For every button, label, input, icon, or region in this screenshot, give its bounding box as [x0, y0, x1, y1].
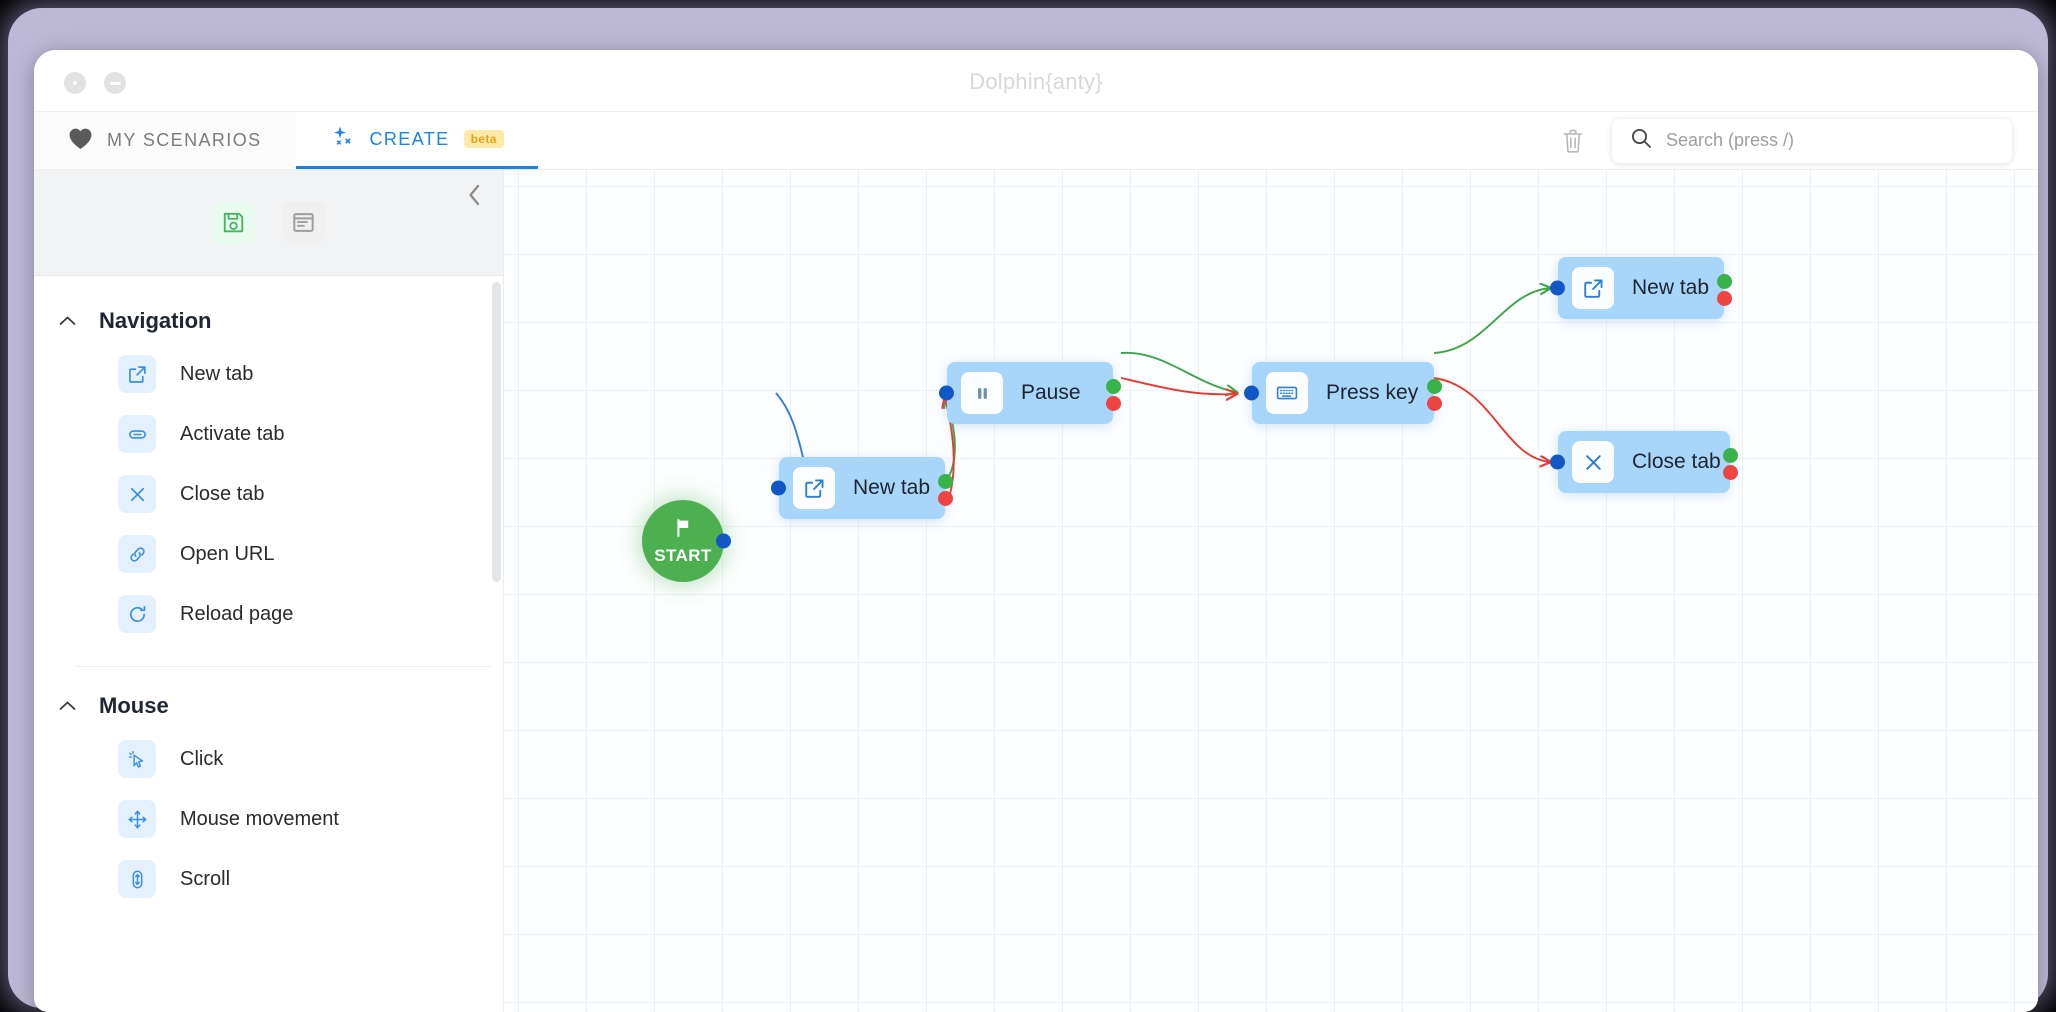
node-input-port[interactable] — [1244, 386, 1259, 401]
search-icon — [1630, 127, 1652, 154]
sidebar-item-click-label: Click — [180, 748, 223, 771]
sidebar-item-open-url-label: Open URL — [180, 543, 275, 566]
sidebar-scroll-area[interactable]: Navigation New tab — [34, 276, 503, 1012]
sidebar-item-new-tab[interactable]: New tab — [34, 344, 503, 404]
scroll-vertical-icon — [118, 860, 156, 898]
node-pause-label: Pause — [1021, 381, 1081, 405]
edge-presskey-error-to-closetab — [1434, 378, 1550, 462]
sidebar: Navigation New tab — [34, 170, 504, 1012]
node-success-port[interactable] — [1427, 379, 1442, 394]
sidebar-item-close-tab-label: Close tab — [180, 483, 265, 506]
node-error-port[interactable] — [1717, 291, 1732, 306]
sidebar-item-mouse-movement-label: Mouse movement — [180, 808, 339, 831]
close-x-icon — [1572, 441, 1614, 483]
node-error-port[interactable] — [1427, 396, 1442, 411]
node-pause[interactable]: Pause — [947, 362, 1113, 424]
body-row: Navigation New tab — [34, 170, 2038, 1012]
sidebar-scrollbar[interactable] — [492, 282, 501, 582]
external-link-icon — [793, 467, 835, 509]
node-start-label: START — [654, 546, 711, 566]
heart-icon — [68, 127, 93, 155]
application-window: Dolphin{anty} MY SCENARIOS CREATE — [34, 50, 2038, 1012]
sidebar-item-close-tab[interactable]: Close tab — [34, 464, 503, 524]
node-close-tab[interactable]: Close tab — [1558, 431, 1730, 493]
node-new-tab-1-label: New tab — [853, 476, 930, 500]
magic-sparkle-icon — [330, 124, 356, 155]
link-horizontal-icon — [118, 415, 156, 453]
edge-presskey-success-to-newtab — [1434, 288, 1550, 353]
node-start-output-port[interactable] — [716, 534, 731, 549]
chevron-up-icon — [58, 315, 77, 330]
node-new-tab-2[interactable]: New tab — [1558, 257, 1724, 319]
node-close-tab-label: Close tab — [1632, 450, 1721, 474]
window-outer-frame: Dolphin{anty} MY SCENARIOS CREATE — [8, 8, 2048, 1008]
chevron-left-icon[interactable] — [459, 180, 489, 210]
node-new-tab-2-label: New tab — [1632, 276, 1709, 300]
chain-link-icon — [118, 535, 156, 573]
tab-create[interactable]: CREATE beta — [296, 112, 538, 169]
sidebar-group-mouse[interactable]: Mouse — [34, 667, 503, 729]
sidebar-group-mouse-title: Mouse — [99, 693, 169, 719]
beta-badge: beta — [464, 130, 504, 148]
scenario-canvas[interactable]: START New tab — [504, 170, 2038, 1012]
sidebar-toolbar — [34, 170, 503, 276]
node-success-port[interactable] — [938, 474, 953, 489]
sidebar-item-click[interactable]: Click — [34, 729, 503, 789]
tab-my-scenarios[interactable]: MY SCENARIOS — [34, 112, 296, 169]
move-arrows-icon — [118, 800, 156, 838]
node-success-port[interactable] — [1106, 379, 1121, 394]
edge-layer — [504, 170, 2038, 1012]
window-title: Dolphin{anty} — [34, 69, 2038, 95]
node-error-port[interactable] — [938, 491, 953, 506]
flag-icon — [672, 517, 694, 544]
sidebar-item-scroll[interactable]: Scroll — [34, 849, 503, 909]
sidebar-item-activate-tab-label: Activate tab — [180, 423, 285, 446]
external-link-icon — [118, 355, 156, 393]
topbar: MY SCENARIOS CREATE beta — [34, 112, 2038, 170]
edge-pause-success-to-presskey — [1121, 353, 1236, 392]
tab-my-scenarios-label: MY SCENARIOS — [107, 130, 262, 151]
sidebar-item-mouse-movement[interactable]: Mouse movement — [34, 789, 503, 849]
close-x-icon — [118, 475, 156, 513]
cursor-click-icon — [118, 740, 156, 778]
sidebar-item-scroll-label: Scroll — [180, 868, 230, 891]
node-press-key-label: Press key — [1326, 381, 1418, 405]
chevron-up-icon — [58, 700, 77, 715]
node-input-port[interactable] — [771, 481, 786, 496]
sidebar-item-reload-page[interactable]: Reload page — [34, 584, 503, 644]
external-link-icon — [1572, 267, 1614, 309]
trash-icon[interactable] — [1556, 124, 1590, 158]
search-input[interactable] — [1666, 130, 1994, 151]
node-error-port[interactable] — [1723, 465, 1738, 480]
pause-icon — [961, 372, 1003, 414]
sidebar-item-new-tab-label: New tab — [180, 363, 253, 386]
node-success-port[interactable] — [1717, 274, 1732, 289]
sidebar-item-activate-tab[interactable]: Activate tab — [34, 404, 503, 464]
node-success-port[interactable] — [1723, 448, 1738, 463]
sidebar-group-navigation[interactable]: Navigation — [34, 282, 503, 344]
sidebar-group-navigation-title: Navigation — [99, 308, 211, 334]
tab-create-label: CREATE — [370, 129, 450, 150]
node-press-key[interactable]: Press key — [1252, 362, 1434, 424]
node-input-port[interactable] — [939, 386, 954, 401]
floppy-save-icon[interactable] — [213, 202, 255, 244]
node-error-port[interactable] — [1106, 396, 1121, 411]
sidebar-item-open-url[interactable]: Open URL — [34, 524, 503, 584]
document-log-icon[interactable] — [283, 202, 325, 244]
node-new-tab-1[interactable]: New tab — [779, 457, 945, 519]
node-input-port[interactable] — [1550, 455, 1565, 470]
reload-refresh-icon — [118, 595, 156, 633]
node-input-port[interactable] — [1550, 281, 1565, 296]
sidebar-item-reload-page-label: Reload page — [180, 603, 293, 626]
keyboard-icon — [1266, 372, 1308, 414]
titlebar: Dolphin{anty} — [34, 50, 2038, 112]
edge-pause-error-to-presskey — [1121, 378, 1236, 394]
node-start[interactable]: START — [642, 500, 724, 582]
search-box[interactable] — [1612, 119, 2012, 163]
topbar-actions — [1556, 112, 2038, 169]
